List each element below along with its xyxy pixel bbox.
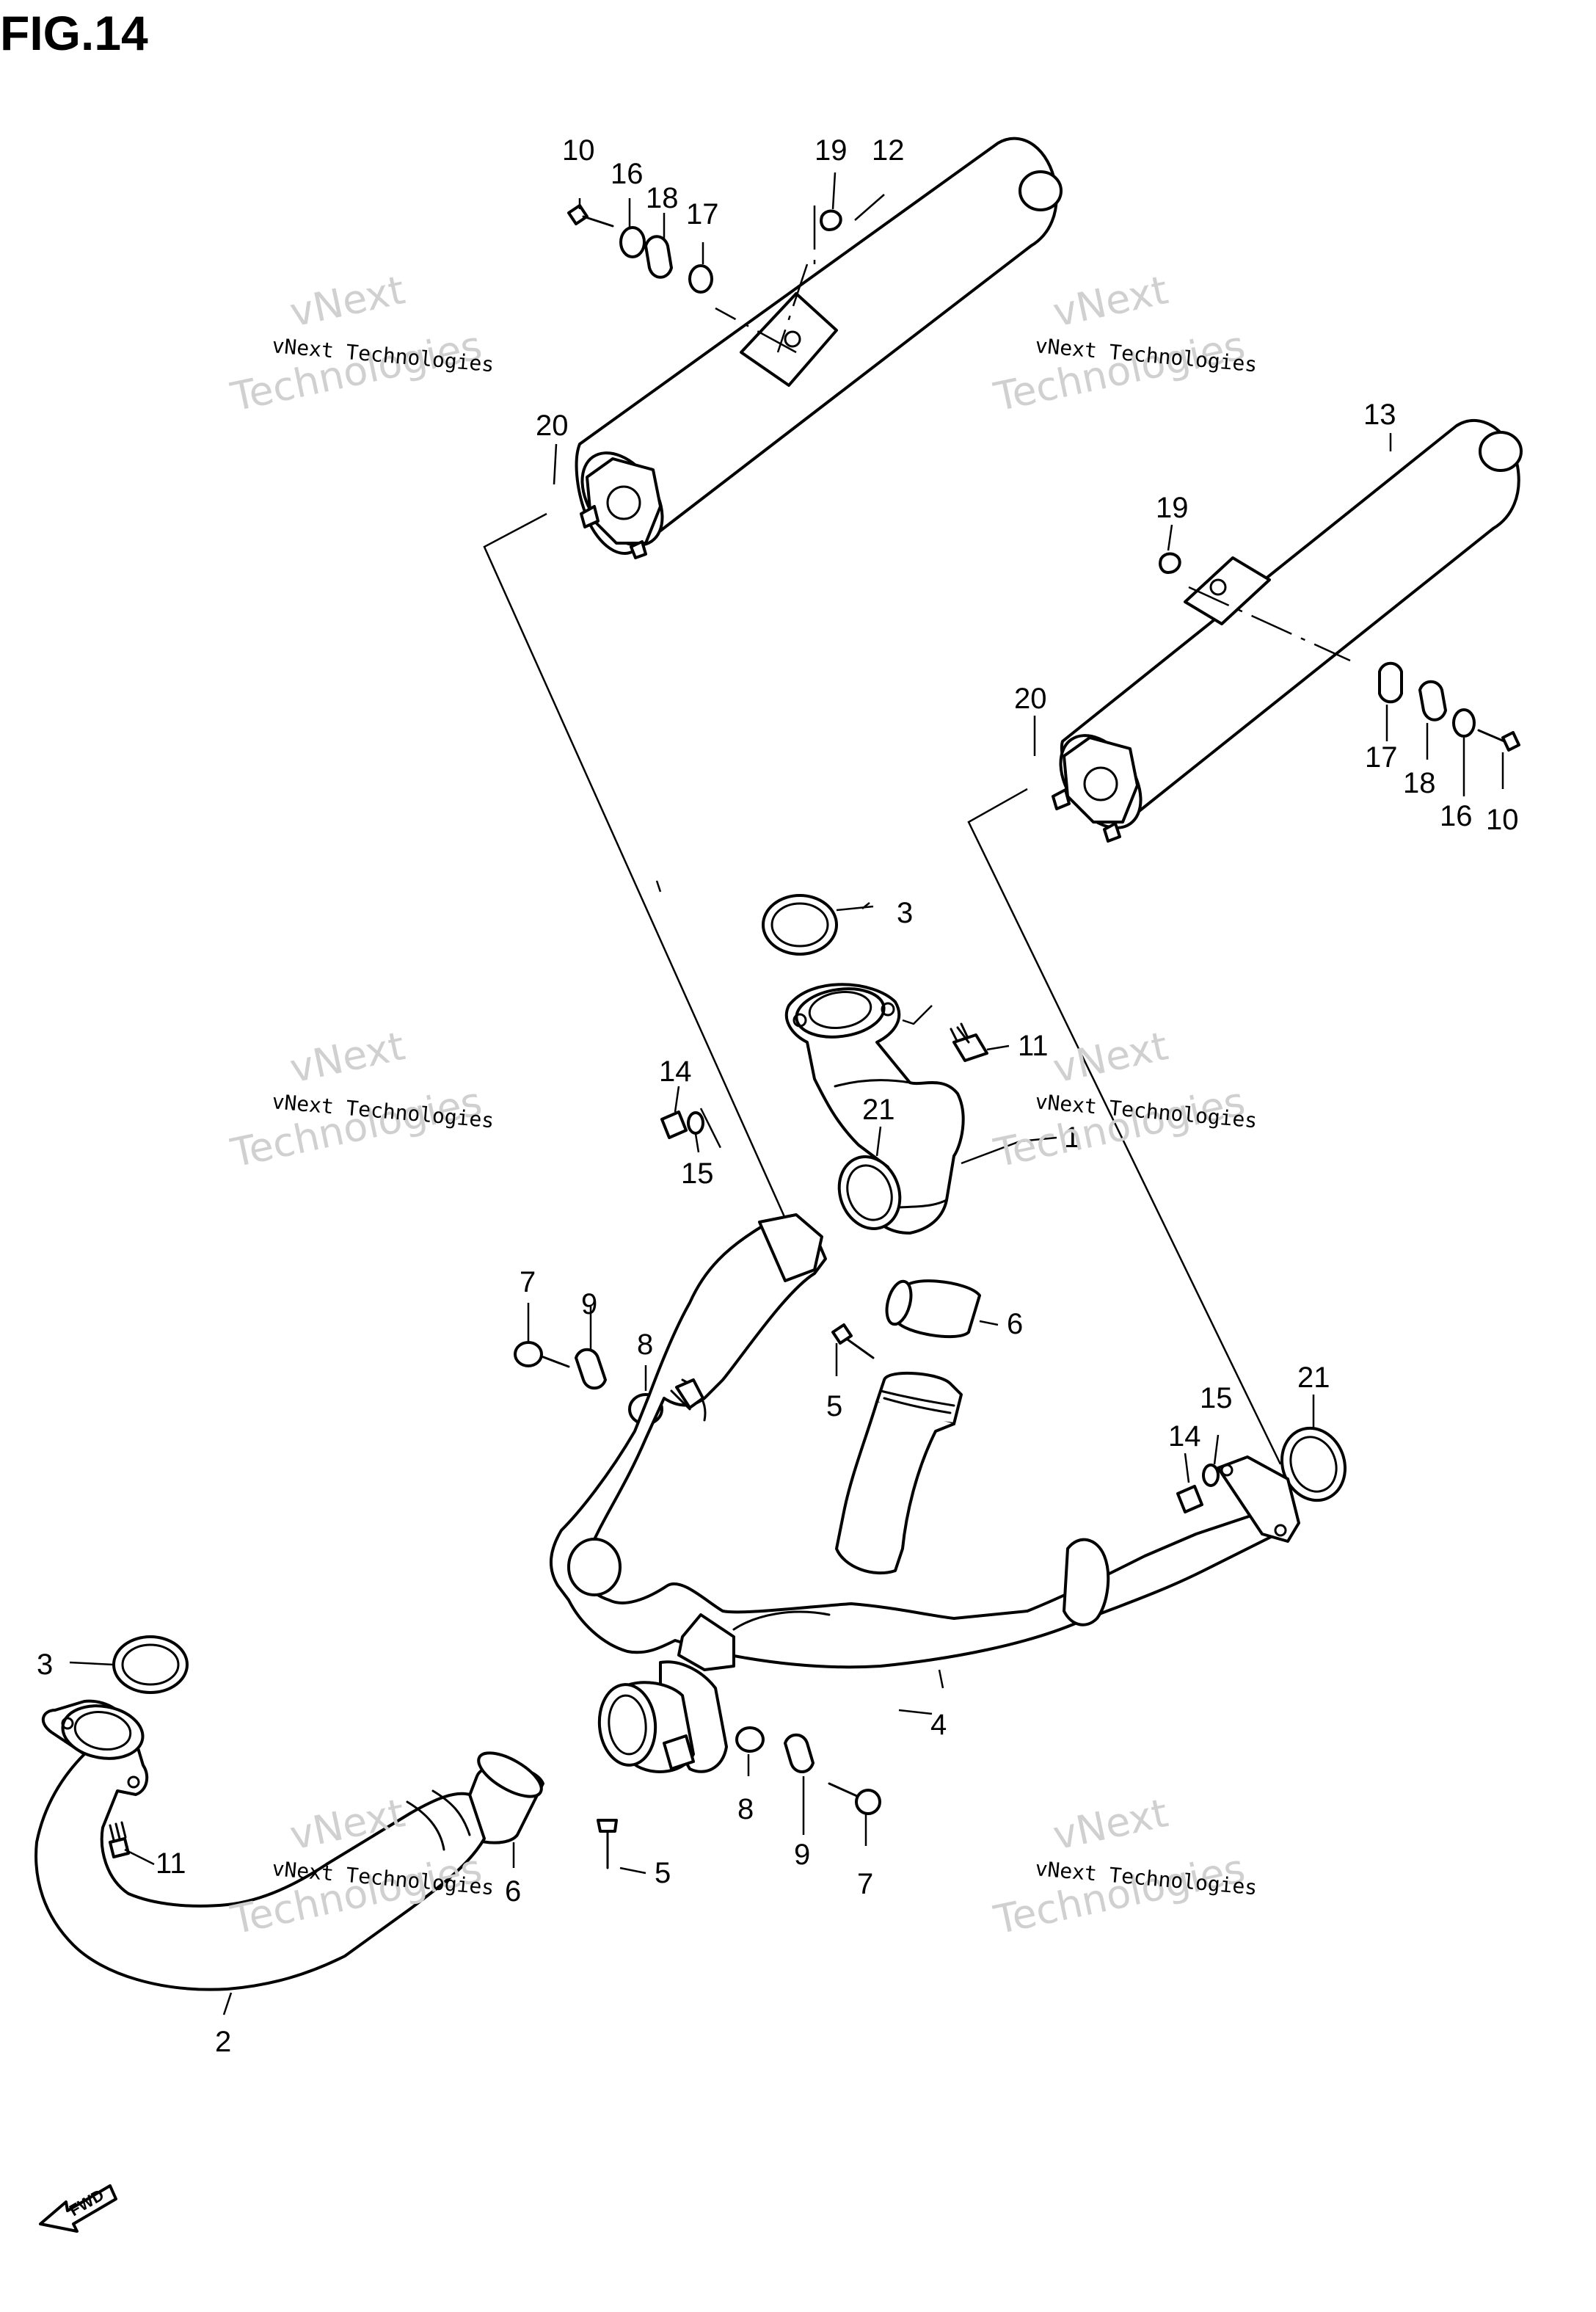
mount-hardware-lower <box>1378 661 1520 752</box>
callout-10-lower: 10 <box>1486 804 1519 836</box>
bolt-11-upper <box>950 1022 988 1062</box>
callout-4: 4 <box>930 1709 947 1741</box>
callout-9-lower: 9 <box>794 1839 810 1871</box>
bolt-5-lower <box>597 1819 618 1869</box>
callout-9-upper: 9 <box>581 1288 597 1320</box>
callout-21-upper: 21 <box>862 1094 895 1126</box>
callout-18-lower: 18 <box>1403 767 1436 799</box>
svg-text:vNext: vNext <box>286 1022 409 1091</box>
callout-14-lower: 14 <box>1168 1420 1201 1453</box>
callout-7-upper: 7 <box>520 1266 536 1298</box>
callout-3-lower: 3 <box>37 1648 53 1681</box>
bolt-11-lower <box>109 1821 130 1858</box>
callout-14-upper: 14 <box>659 1055 692 1088</box>
callout-6-upper: 6 <box>1007 1308 1023 1340</box>
gasket-upper <box>762 894 838 956</box>
callout-16-lower: 16 <box>1440 800 1473 832</box>
callout-7-lower: 7 <box>857 1868 873 1900</box>
gasket-21-lower <box>1280 1426 1347 1502</box>
callout-20-upper: 20 <box>536 410 569 442</box>
callout-11-upper: 11 <box>1018 1030 1049 1062</box>
muffler-upper <box>575 137 1063 559</box>
callout-10-upper: 10 <box>562 134 595 167</box>
watermark-2: vNext Technologies vNext Technologies <box>990 266 1258 421</box>
fwd-arrow: FWD <box>39 2184 117 2233</box>
callout-15-lower: 15 <box>1200 1382 1233 1414</box>
callout-12: 12 <box>872 134 905 167</box>
callout-21-lower: 21 <box>1297 1362 1330 1394</box>
assembly-line-upper <box>483 512 787 1219</box>
callout-11-lower: 11 <box>156 1847 186 1880</box>
mount-bolt-7-lower <box>735 1726 881 1815</box>
callout-15-upper: 15 <box>681 1157 714 1190</box>
watermark-1: vNext Technologies vNext Technologies <box>227 266 495 421</box>
svg-text:vNext: vNext <box>286 266 409 335</box>
muffler-lower <box>1052 418 1523 843</box>
callout-18-upper: 18 <box>646 182 679 214</box>
gasket-lower-left <box>112 1635 189 1694</box>
center-line-upper <box>715 206 816 354</box>
callout-20-lower: 20 <box>1014 683 1047 715</box>
callout-numbers: 1 2 3 3 4 5 5 6 6 7 7 8 8 9 9 10 10 11 1… <box>37 134 1519 2058</box>
callout-17-lower: 17 <box>1365 741 1398 774</box>
callout-5-lower: 5 <box>655 1857 671 1889</box>
callout-6-lower: 6 <box>505 1875 521 1908</box>
watermark-3: vNext Technologies vNext Technologies <box>227 1022 495 1177</box>
callout-leaders <box>69 172 1504 2015</box>
center-line-lower <box>1188 586 1351 662</box>
watermark-6: vNext Technologies vNext Technologies <box>990 1789 1258 1944</box>
mount-bolt-7-upper <box>514 1341 663 1425</box>
callout-3-upper: 3 <box>897 897 913 929</box>
callout-19-upper: 19 <box>815 134 848 167</box>
exhaust-pipe-1 <box>784 983 965 1235</box>
sleeve-6-upper <box>885 1279 981 1339</box>
gasket-21-upper <box>837 1155 902 1230</box>
callout-19-lower: 19 <box>1156 492 1189 524</box>
exhaust-pipe-2 <box>34 1699 486 1991</box>
callout-1: 1 <box>1064 1122 1080 1154</box>
callout-17-upper: 17 <box>686 198 719 230</box>
callout-2: 2 <box>215 2026 231 2058</box>
callout-13: 13 <box>1363 399 1396 431</box>
callout-5-upper: 5 <box>826 1390 842 1422</box>
svg-text:vNext: vNext <box>1049 1022 1172 1091</box>
mount-hardware-upper <box>567 204 842 294</box>
callout-8-lower: 8 <box>737 1793 754 1825</box>
svg-text:vNext: vNext <box>1049 1789 1172 1858</box>
nut-14-upper <box>660 1110 704 1139</box>
callout-16-upper: 16 <box>611 158 644 190</box>
nut-14-lower <box>1176 1464 1220 1513</box>
bolt-5-upper <box>831 1323 875 1359</box>
assembly-line-lower <box>967 788 1282 1465</box>
svg-text:vNext: vNext <box>1049 266 1172 335</box>
callout-8-upper: 8 <box>637 1328 653 1361</box>
figure-title: FIG.14 <box>0 6 148 60</box>
exhaust-pipe-4 <box>549 1213 1300 1773</box>
